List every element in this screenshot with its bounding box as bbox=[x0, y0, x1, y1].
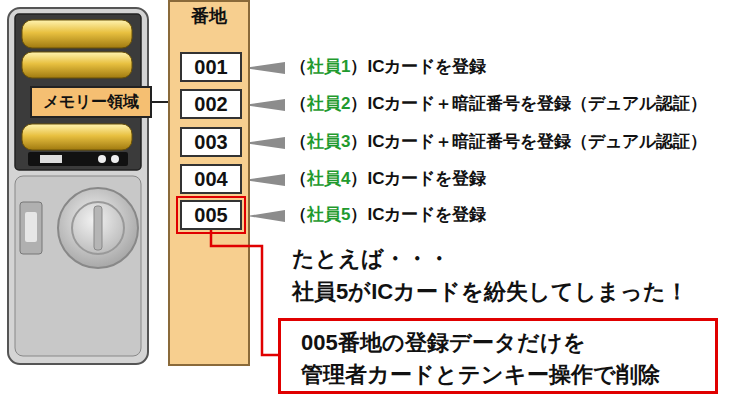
dial bbox=[58, 188, 138, 268]
label-part: （ bbox=[290, 169, 307, 188]
address-box: 003 bbox=[180, 127, 242, 157]
node-text: 002 bbox=[194, 92, 227, 116]
row-label: たとえば・・・ bbox=[292, 246, 450, 272]
label-part: 社員4 bbox=[307, 169, 350, 188]
label-part: 社員2 bbox=[307, 94, 350, 113]
label-part: （ bbox=[290, 205, 307, 224]
label-part: ）ICカードを登録 bbox=[350, 169, 486, 188]
row-label: （社員3）ICカード＋暗証番号を登録（デュアル認証） bbox=[290, 132, 707, 152]
connector bbox=[152, 101, 168, 103]
address-column: 番地 001 002 003 004 005 bbox=[168, 0, 250, 366]
label-part: ）ICカードを登録 bbox=[350, 205, 486, 224]
node-text: 004 bbox=[194, 167, 227, 191]
battery bbox=[22, 52, 132, 78]
connector-strip bbox=[28, 152, 128, 166]
callout-box: 005番地の登録データだけを 管理者カードとテンキー操作で削除 bbox=[278, 318, 718, 394]
button bbox=[98, 155, 106, 163]
switch bbox=[40, 155, 62, 163]
label-part: （ bbox=[290, 94, 307, 113]
label-part: ）ICカード＋暗証番号を登録（デュアル認証） bbox=[350, 94, 707, 113]
node-text: 005番地の登録データだけを 管理者カードとテンキー操作で削除 bbox=[301, 327, 695, 391]
label-part: （ bbox=[290, 57, 307, 76]
node-text: 005 bbox=[194, 203, 227, 227]
front-panel bbox=[15, 176, 141, 356]
lock-body bbox=[8, 8, 148, 364]
label-part: 社員3 bbox=[307, 132, 350, 151]
label-part: 社員1 bbox=[307, 57, 350, 76]
pointer bbox=[247, 210, 285, 222]
address-box: 002 bbox=[180, 89, 242, 119]
dial-handle bbox=[94, 206, 102, 250]
button bbox=[111, 155, 119, 163]
row-label: （社員1）ICカードを登録 bbox=[290, 57, 486, 77]
label-part: ）ICカード＋暗証番号を登録（デュアル認証） bbox=[350, 132, 707, 151]
label-part: たとえば・・・ bbox=[292, 246, 450, 271]
node-text: 番地 bbox=[170, 6, 248, 28]
battery bbox=[22, 20, 132, 48]
address-box: 004 bbox=[180, 164, 242, 194]
row-label: （社員4）ICカードを登録 bbox=[290, 169, 486, 189]
connector bbox=[211, 230, 278, 355]
memory-area-label: メモリー領域 bbox=[30, 86, 152, 118]
row-label: （社員2）ICカード＋暗証番号を登録（デュアル認証） bbox=[290, 94, 707, 114]
label-part: 社員5 bbox=[307, 205, 350, 224]
address-box: 001 bbox=[180, 52, 242, 82]
dial-ring bbox=[72, 202, 124, 254]
label-part: ）ICカードを登録 bbox=[350, 57, 486, 76]
node-text: 003 bbox=[194, 130, 227, 154]
node-text: 001 bbox=[194, 55, 227, 79]
label-part: （ bbox=[290, 132, 307, 151]
battery bbox=[22, 124, 132, 150]
row-label: 社員5がICカードを紛失してしまった！ bbox=[292, 279, 688, 305]
row-label: （社員5）ICカードを登録 bbox=[290, 205, 486, 225]
address-box: 005 bbox=[180, 200, 242, 230]
node-text: メモリー領域 bbox=[43, 92, 139, 111]
card-reader bbox=[20, 202, 42, 254]
label-part: 社員5がICカードを紛失してしまった！ bbox=[292, 279, 688, 304]
card-slot bbox=[25, 212, 37, 242]
